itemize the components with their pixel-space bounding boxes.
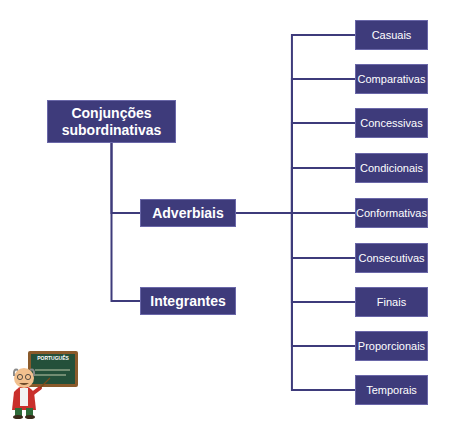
teacher-shoe — [13, 415, 23, 419]
node-text: Conformativas — [356, 207, 427, 220]
teacher-glasses — [25, 374, 30, 379]
tree-connector — [236, 213, 355, 390]
teacher-collar — [20, 388, 28, 406]
category-box: Adverbiais — [140, 199, 236, 227]
node-text: Integrantes — [150, 293, 225, 309]
node-text: Adverbiais — [152, 205, 224, 221]
type-box: Conformativas — [355, 198, 428, 228]
pointer — [40, 378, 50, 388]
node-text: Casuais — [372, 29, 412, 42]
node-text: Concessivas — [360, 117, 422, 130]
board-label: PORTUGUÊS — [31, 355, 75, 361]
teacher-shoe — [25, 415, 35, 419]
node-text: Consecutivas — [358, 252, 424, 265]
type-box: Consecutivas — [355, 243, 428, 273]
node-text: Proporcionais — [358, 340, 425, 353]
type-box: Condicionais — [355, 153, 428, 183]
type-box: Comparativas — [355, 64, 428, 94]
teacher-head — [14, 368, 34, 388]
node-text: Conjunções subordinativas — [48, 105, 175, 137]
tree-connector — [236, 168, 355, 213]
node-text: Finais — [377, 296, 406, 309]
category-box: Integrantes — [140, 287, 236, 315]
tree-connector — [236, 123, 355, 213]
node-text: Condicionais — [360, 162, 423, 175]
type-box: Finais — [355, 287, 428, 317]
tree-connector — [236, 213, 355, 302]
tree-connector — [236, 213, 355, 346]
tree-connector — [112, 143, 141, 213]
teacher-mustache — [19, 383, 29, 385]
tree-connector — [236, 213, 355, 258]
node-text: Comparativas — [358, 73, 426, 86]
type-box: Casuais — [355, 20, 428, 50]
teacher-leg — [15, 408, 22, 416]
teacher-hair — [14, 370, 18, 376]
type-box: Temporais — [355, 375, 428, 405]
tree-connector — [112, 143, 141, 301]
node-text: Temporais — [366, 384, 417, 397]
chalk-line — [35, 370, 70, 371]
teacher-leg — [26, 408, 33, 416]
tree-connector — [236, 79, 355, 213]
teacher-shirt — [12, 386, 36, 410]
board-frame — [28, 351, 78, 387]
teacher-arm — [32, 388, 40, 394]
chalkboard — [31, 354, 75, 384]
chalk-line — [35, 375, 66, 376]
type-box: Concessivas — [355, 108, 428, 138]
teacher-glasses — [17, 374, 22, 379]
tree-connector — [236, 35, 355, 213]
teacher-hair — [30, 370, 34, 376]
type-box: Proporcionais — [355, 331, 428, 361]
root-box: Conjunções subordinativas — [47, 100, 176, 143]
